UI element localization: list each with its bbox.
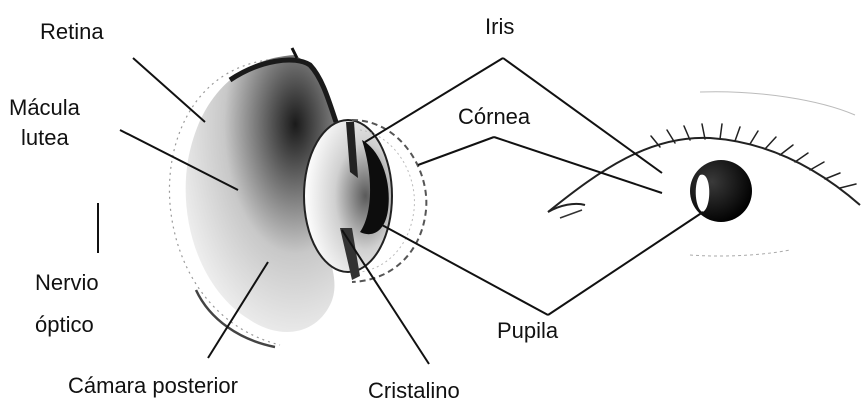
label-iris: Iris xyxy=(485,14,514,40)
label-camara: Cámara posterior xyxy=(68,373,238,399)
leader-cornea-left xyxy=(418,137,494,165)
leader-cristalino xyxy=(342,230,429,364)
label-pupila: Pupila xyxy=(497,318,558,344)
leader-retina xyxy=(133,58,205,122)
leader-pupila-left xyxy=(382,225,548,315)
label-retina: Retina xyxy=(40,19,104,45)
label-cristalino: Cristalino xyxy=(368,378,460,404)
label-nervio: Nervio xyxy=(35,270,99,296)
leader-pupila-right xyxy=(548,212,703,315)
label-cornea: Córnea xyxy=(458,104,530,130)
label-optico: óptico xyxy=(35,312,94,338)
eye-front-view xyxy=(548,92,860,256)
leader-cornea-right xyxy=(494,137,662,193)
label-macula: Mácula xyxy=(9,95,80,121)
label-lutea: lutea xyxy=(21,125,69,151)
